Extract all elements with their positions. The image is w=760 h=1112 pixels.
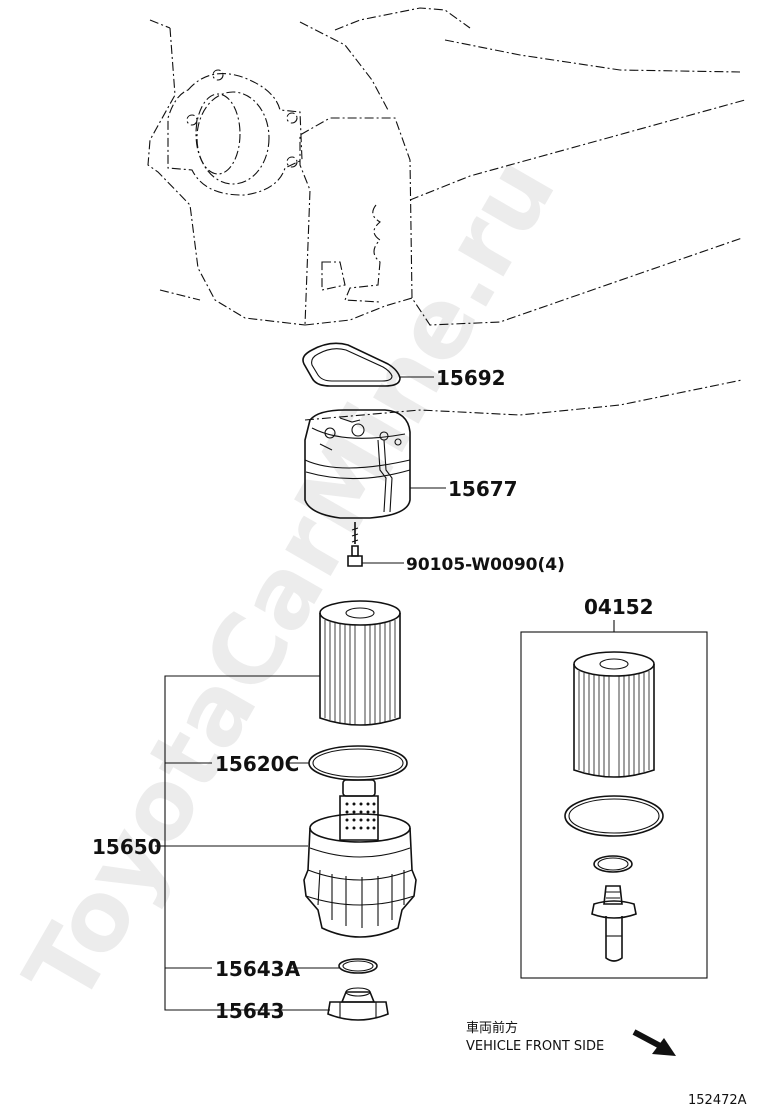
part-label-15677: 15677 [448, 477, 518, 501]
front-direction-arrow-icon [632, 1029, 676, 1056]
kit-filter-element [573, 651, 655, 778]
filter-element [319, 600, 401, 726]
diagram-code: 152472A [688, 1093, 747, 1108]
watermark: ToyotaCarMine.ru [3, 139, 577, 1022]
bolt-icon [347, 522, 363, 567]
kit-small-gasket [593, 855, 633, 873]
part-label-15620c: 15620C [215, 752, 299, 776]
part-label-04152: 04152 [584, 595, 654, 619]
direction-label-jp: 車両前方 [466, 1020, 518, 1036]
cover-15677 [304, 409, 411, 519]
gasket-15692 [302, 342, 401, 387]
gasket-15643a [338, 958, 378, 974]
filter-housing [303, 779, 417, 938]
kit-drain-nozzle [591, 885, 637, 962]
engine-block-outline [147, 7, 746, 421]
kit-box [520, 631, 708, 979]
part-label-bolt: 90105-W0090(4) [406, 555, 565, 575]
o-ring-15620c [308, 745, 408, 781]
part-label-15692: 15692 [436, 366, 506, 390]
part-label-15643: 15643 [215, 999, 285, 1023]
kit-o-ring [564, 795, 664, 837]
direction-label-en: VEHICLE FRONT SIDE [466, 1039, 604, 1054]
part-label-15643a: 15643A [215, 957, 301, 981]
drain-plug-15643 [327, 987, 389, 1021]
part-label-15650: 15650 [92, 835, 162, 859]
